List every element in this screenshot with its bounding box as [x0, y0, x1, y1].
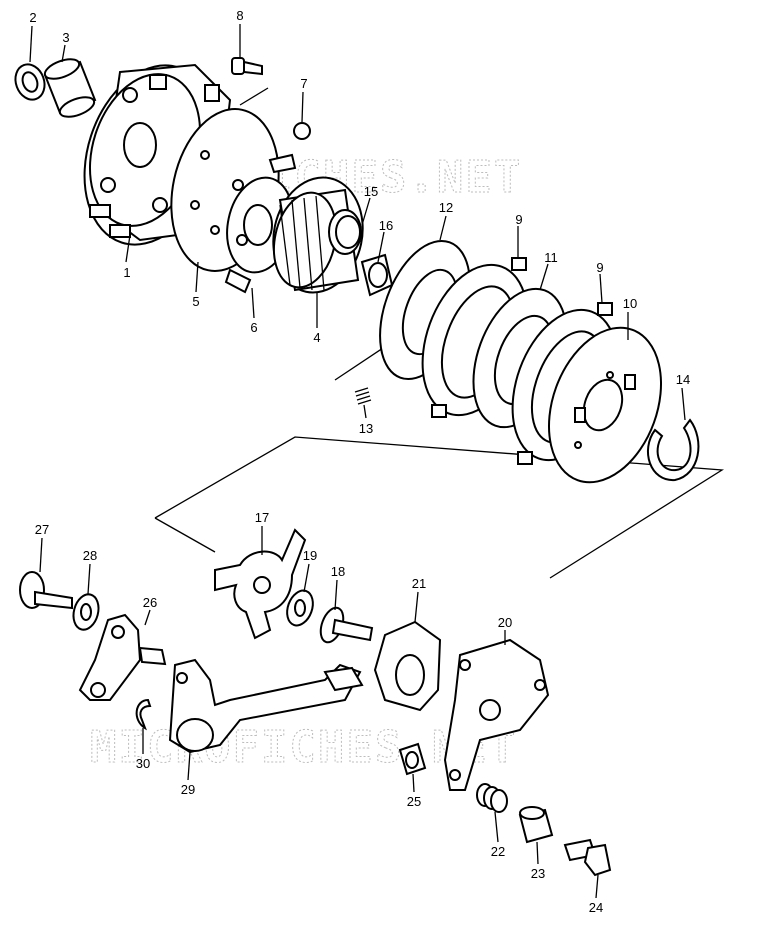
ref-frame-left: [154, 517, 216, 553]
callout-10: 10: [623, 296, 637, 311]
part-bolt-24: [563, 838, 612, 877]
part-bushing-3: [43, 58, 97, 118]
callout-12: 12: [439, 200, 453, 215]
callout-1: 1: [123, 265, 130, 280]
callout-24: 24: [589, 900, 603, 915]
part-spring-22: [476, 783, 508, 813]
callout-20: 20: [498, 615, 512, 630]
part-washer-19: [286, 589, 314, 627]
callout-2: 2: [29, 10, 36, 25]
callout-27: 27: [35, 522, 49, 537]
callout-13: 13: [359, 421, 373, 436]
ref-line-8: [239, 87, 269, 106]
part-clip-30: [135, 698, 152, 731]
callout-29: 29: [181, 782, 195, 797]
callout-9-second: 9: [596, 260, 603, 275]
part-bolt-18: [319, 606, 374, 644]
part-pedal-lever-29: [168, 658, 364, 754]
callout-30: 30: [136, 756, 150, 771]
callout-3: 3: [62, 30, 69, 45]
part-nut-16: [360, 253, 394, 297]
callout-22: 22: [491, 844, 505, 859]
callout-16: 16: [379, 218, 393, 233]
part-circlip-14: [646, 418, 700, 482]
part-cam-21: [373, 620, 442, 712]
callout-25: 25: [407, 794, 421, 809]
ref-frame: [154, 436, 725, 579]
part-screw-8: [231, 57, 263, 76]
part-plate-17: [214, 528, 307, 640]
callout-6: 6: [250, 320, 257, 335]
callout-8: 8: [236, 8, 243, 23]
callout-26: 26: [143, 595, 157, 610]
part-sleeve-23: [518, 806, 554, 844]
part-bolt-27: [19, 571, 73, 610]
callout-4: 4: [313, 330, 320, 345]
part-washer-2: [14, 63, 46, 101]
part-pressure-plate-10: [547, 326, 663, 484]
part-washer-28: [72, 593, 100, 631]
callout-19: 19: [303, 548, 317, 563]
callout-21: 21: [412, 576, 426, 591]
part-bracket-20: [443, 638, 550, 791]
part-spring-13: [354, 387, 372, 405]
part-washer-15: [335, 215, 361, 249]
callout-15: 15: [364, 184, 378, 199]
callout-18: 18: [331, 564, 345, 579]
part-lever-26: [78, 613, 167, 701]
callout-7: 7: [300, 76, 307, 91]
part-ball-7: [293, 122, 311, 140]
leader-lines: [29, 24, 686, 899]
callout-14: 14: [676, 372, 690, 387]
callout-23: 23: [531, 866, 545, 881]
callout-11: 11: [544, 250, 558, 265]
callout-9: 9: [515, 212, 522, 227]
callout-28: 28: [83, 548, 97, 563]
part-nut-25: [398, 742, 427, 776]
callout-17: 17: [255, 510, 269, 525]
callout-5: 5: [192, 294, 199, 309]
